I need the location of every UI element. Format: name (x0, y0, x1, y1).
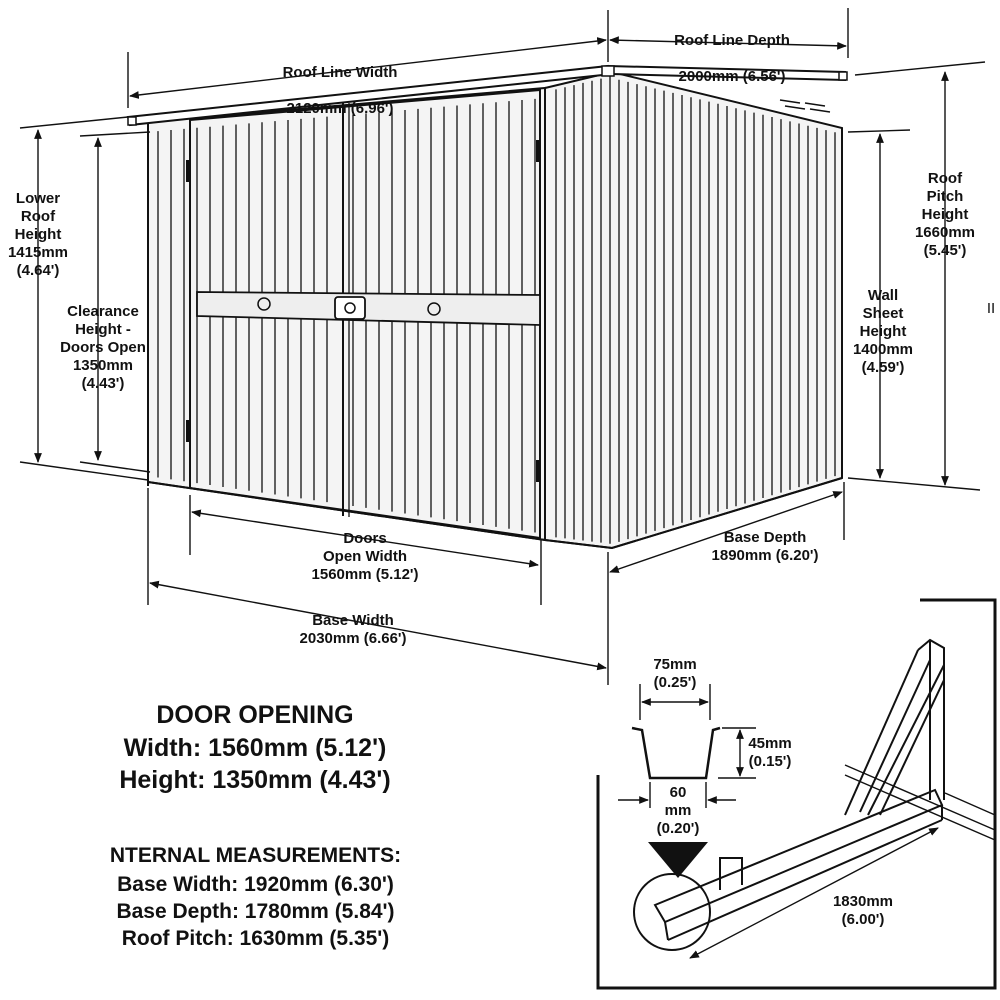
gutter-top-width-label: 75mm (0.25') (653, 656, 697, 691)
lower-roof-height-label: Lower Roof Height 1415mm (4.64') (7, 190, 69, 279)
gutter-bottom-width-label: 60 mm (0.20') (656, 784, 700, 837)
clearance-height-label: Clearance Height - Doors Open 1350mm (4.… (60, 303, 146, 392)
internal-measurements-heading: NTERNAL MEASUREMENTS: (109, 844, 402, 867)
internal-roof-pitch: Roof Pitch: 1630mm (5.35') (121, 927, 390, 950)
base-depth-label: Base Depth 1890mm (6.20') (711, 529, 819, 564)
shed-side-wall (544, 70, 843, 550)
door-opening-height: Height: 1350mm (4.43') (119, 766, 391, 794)
door-latch (334, 296, 366, 320)
pointer-arrow (648, 842, 708, 878)
door-hinges (186, 140, 541, 482)
roof-line-depth-value: 2000mm (6.56') (678, 68, 786, 85)
door-opening-heading: DOOR OPENING (156, 701, 354, 729)
gutter-depth-label: 45mm (0.15') (748, 735, 792, 770)
roof-line-depth-title: Roof Line Depth (674, 32, 790, 49)
gutter-profile (618, 684, 756, 808)
door-brace-bar (196, 291, 541, 326)
gutter-assembly (633, 638, 996, 959)
internal-base-width: Base Width: 1920mm (6.30') (117, 873, 394, 896)
roof-line-width-label: Roof Line Width 2120mm (6.96') (235, 46, 445, 136)
wall-sheet-height-label: Wall Sheet Height 1400mm (4.59') (852, 287, 914, 376)
roof-line-depth-label: Roof Line Depth 2000mm (6.56') (632, 14, 832, 104)
roof-line-width-value: 2120mm (6.96') (286, 100, 394, 117)
base-width-label: Base Width 2030mm (6.66') (299, 612, 407, 647)
gutter-length-label: 1830mm (6.00') (832, 893, 894, 928)
door-opening-width: Width: 1560mm (5.12') (123, 734, 387, 762)
roof-vents (779, 99, 831, 113)
roof-pitch-height-label: Roof Pitch Height 1660mm (5.45') (914, 170, 976, 259)
internal-base-depth: Base Depth: 1780mm (5.84') (116, 900, 395, 923)
dimension-lines (19, 8, 986, 685)
gutter-inset-frame (596, 598, 997, 990)
edge-mark: II (986, 300, 996, 317)
roof-line-width-title: Roof Line Width (282, 64, 398, 81)
doors-open-width-label: Doors Open Width 1560mm (5.12') (311, 530, 419, 583)
